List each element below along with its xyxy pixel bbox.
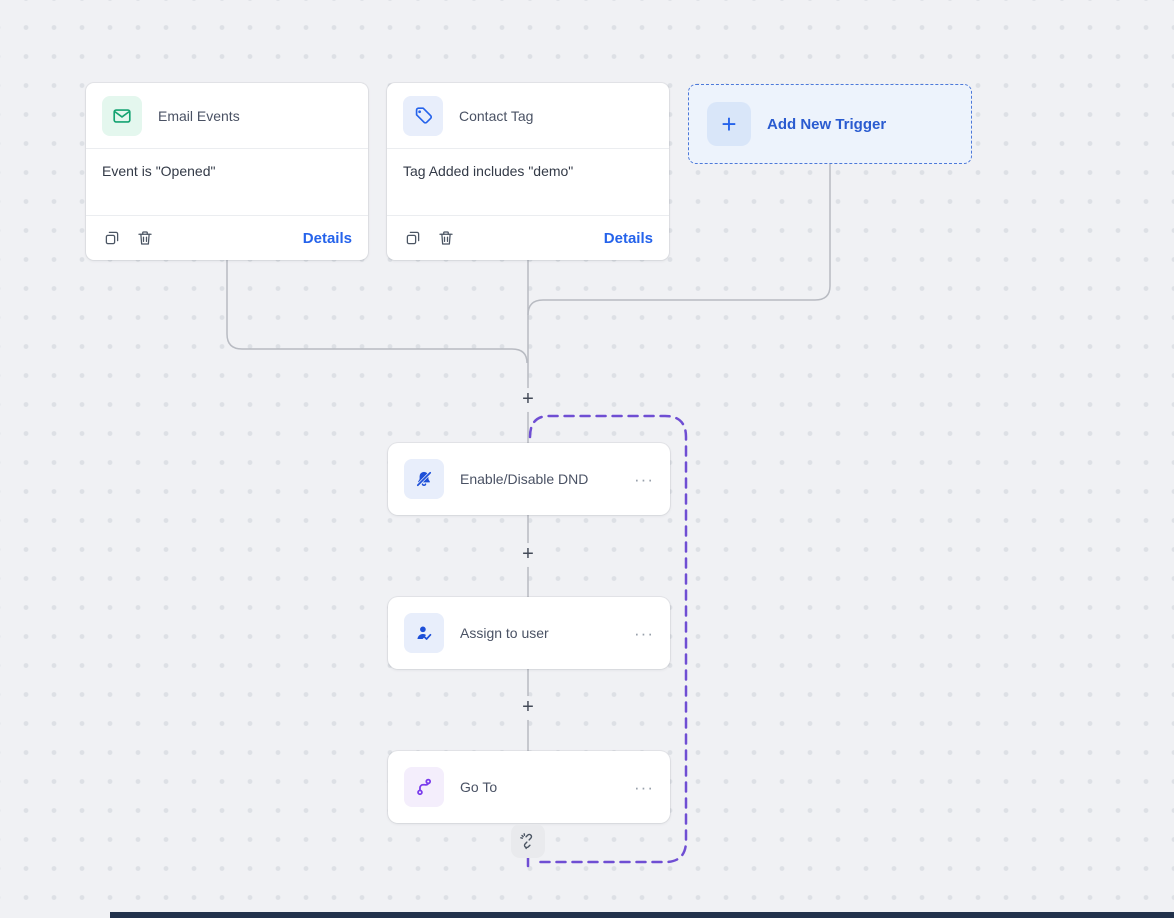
add-step-button-1[interactable]: + — [516, 388, 540, 412]
trigger-card-email-events[interactable]: Email Events Event is "Opened" Details — [86, 83, 368, 260]
action-node-enable-disable-dnd[interactable]: Enable/Disable DND ··· — [388, 443, 670, 515]
goto-route-icon — [404, 767, 444, 807]
wire-addtrigger-to-junction — [527, 164, 831, 316]
ellipsis-menu-icon[interactable]: ··· — [634, 623, 654, 643]
dnd-bell-slash-icon — [404, 459, 444, 499]
tag-icon — [403, 95, 443, 136]
action-title: Enable/Disable DND — [460, 471, 589, 487]
ellipsis-menu-icon[interactable]: ··· — [634, 469, 654, 489]
add-step-button-2[interactable]: + — [516, 543, 540, 567]
trigger-title: Contact Tag — [459, 107, 534, 124]
trigger-title: Email Events — [158, 107, 240, 124]
trigger-card-footer: Details — [86, 216, 368, 260]
copy-icon[interactable] — [102, 229, 121, 248]
plus-icon: + — [707, 102, 751, 146]
trigger-condition: Tag Added includes "demo" — [387, 149, 669, 216]
trigger-card-header: Contact Tag — [387, 83, 669, 149]
trigger-condition: Event is "Opened" — [86, 149, 368, 216]
trash-icon[interactable] — [436, 229, 455, 248]
trigger-card-header: Email Events — [86, 83, 368, 149]
wire-email-to-junction — [226, 260, 528, 364]
details-link[interactable]: Details — [603, 229, 653, 247]
ellipsis-menu-icon[interactable]: ··· — [634, 777, 654, 797]
add-new-trigger-button[interactable]: + Add New Trigger — [688, 84, 972, 164]
trash-icon[interactable] — [135, 229, 154, 248]
action-title: Go To — [460, 779, 498, 795]
action-node-go-to[interactable]: Go To ··· — [388, 751, 670, 823]
copy-icon[interactable] — [403, 229, 422, 248]
add-step-button-3[interactable]: + — [516, 696, 540, 720]
add-new-trigger-label: Add New Trigger — [767, 115, 887, 133]
bottom-edge-bar — [110, 912, 1174, 918]
details-link[interactable]: Details — [302, 229, 352, 247]
action-node-assign-to-user[interactable]: Assign to user ··· — [388, 597, 670, 669]
email-icon — [102, 95, 142, 136]
goto-jump-path — [528, 414, 688, 864]
trigger-card-footer: Details — [387, 216, 669, 260]
action-title: Assign to user — [460, 625, 549, 641]
goal-link-icon[interactable] — [511, 824, 545, 858]
assign-user-icon — [404, 613, 444, 653]
trigger-card-contact-tag[interactable]: Contact Tag Tag Added includes "demo" De… — [387, 83, 669, 260]
